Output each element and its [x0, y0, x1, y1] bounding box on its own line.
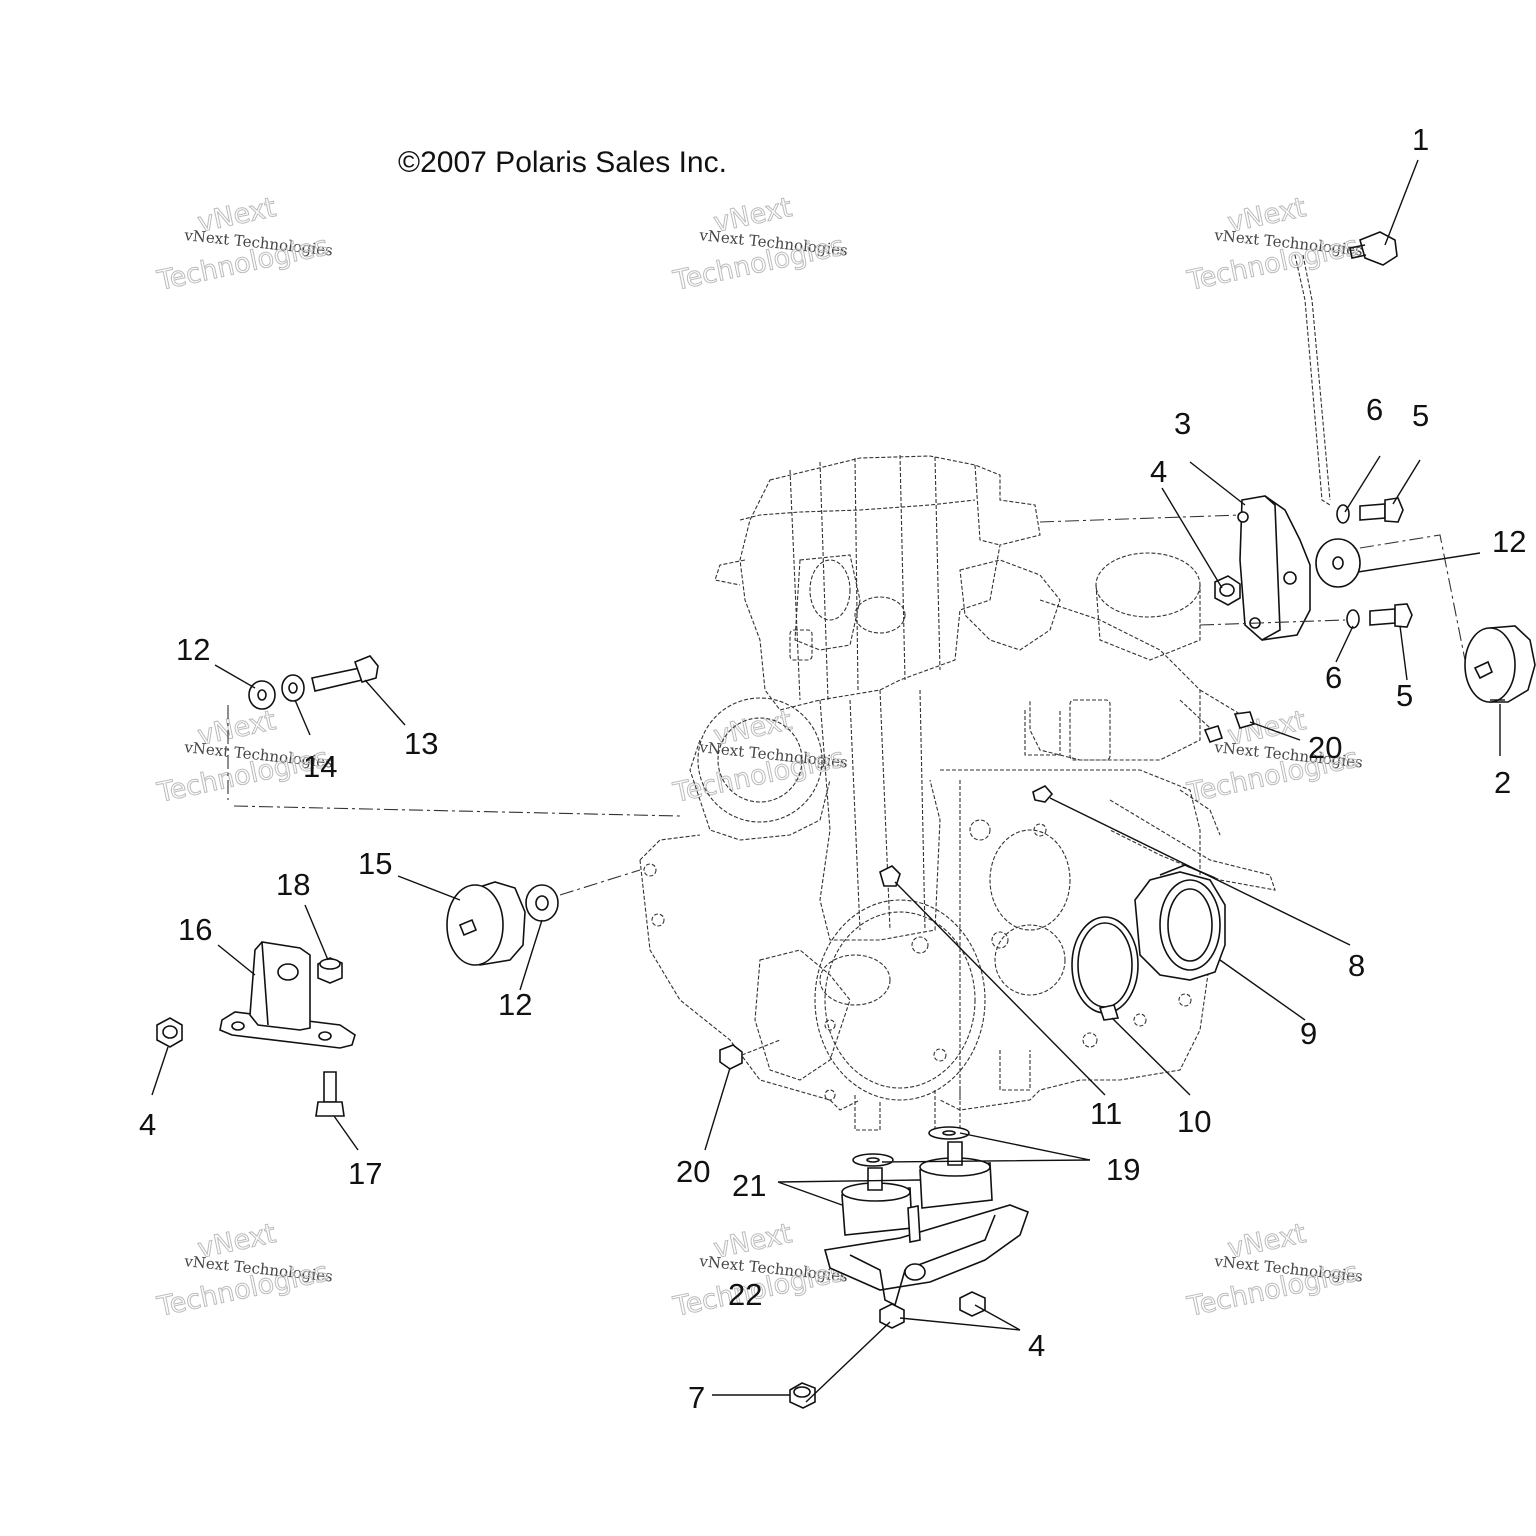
leader-lines	[151, 159, 1505, 1403]
callout-2: 2	[1494, 765, 1511, 800]
watermark-bottom-left: vNext vNext Technologies Technologies	[154, 1218, 334, 1324]
part-20-nut-lower	[719, 1039, 781, 1070]
callout-21: 21	[732, 1168, 766, 1203]
watermark-top-left: vNext vNext Technologies Technologies	[154, 192, 334, 298]
copyright-text: ©2007 Polaris Sales Inc.	[398, 146, 727, 179]
callout-6-upper: 6	[1366, 392, 1383, 427]
part-9-intake-boot	[1134, 864, 1226, 981]
callout-5-upper: 5	[1412, 398, 1429, 433]
callout-11: 11	[1090, 1096, 1122, 1131]
callout-17: 17	[348, 1156, 382, 1191]
callout-18: 18	[276, 867, 310, 902]
callout-15: 15	[358, 846, 392, 881]
callout-4-upper: 4	[1150, 454, 1167, 489]
watermark-top-center: vNext vNext Technologies Technologies	[670, 192, 849, 298]
part-11-bolt	[879, 865, 901, 887]
part-15-rubber-mount-left	[446, 881, 526, 966]
part-4-nut-left	[156, 1017, 183, 1048]
callout-12-right: 12	[1492, 524, 1526, 559]
callout-20-lower: 20	[676, 1154, 710, 1189]
part-19-washers	[852, 1126, 970, 1167]
part-22-lower-bracket	[823, 1204, 1030, 1307]
part-4-nuts-bottom	[879, 1291, 986, 1329]
callout-12-lower: 12	[498, 987, 532, 1022]
part-14-washer-left	[281, 674, 305, 702]
part-17-bolt	[315, 1071, 345, 1117]
engine-block-outline	[639, 454, 1276, 1131]
watermark-bottom-right: vNext vNext Technologies Technologies	[1184, 1218, 1364, 1324]
part-5-bolt-upper	[1359, 497, 1404, 523]
part-4-nut-upper	[1214, 575, 1241, 606]
part-20-bolts-upper	[1179, 689, 1256, 743]
watermark-top-right: vNext vNext Technologies Technologies	[1184, 192, 1364, 298]
part-5-bolt-lower	[1369, 603, 1413, 628]
part-12-washer-left	[248, 680, 276, 710]
callout-16: 16	[178, 912, 212, 947]
part-13-bolt-left	[227, 655, 681, 817]
callout-numbers: 1 2 3 4 5 6 12 6 5 20 8 9 10 11 12 13 14…	[139, 122, 1526, 1415]
callout-4-bottom: 4	[1028, 1328, 1045, 1363]
part-3-upper-bracket	[1039, 495, 1346, 641]
part-7-nut	[789, 1382, 816, 1409]
part-16-mount-bracket	[219, 941, 356, 1049]
callout-7: 7	[688, 1380, 705, 1415]
part-2-rubber-mount-right	[1464, 625, 1536, 703]
callout-8: 8	[1348, 948, 1365, 983]
callout-12-left: 12	[176, 632, 210, 667]
callout-3: 3	[1174, 406, 1191, 441]
callout-6-lower: 6	[1325, 660, 1342, 695]
part-8-bolt	[1032, 785, 1054, 803]
callout-1: 1	[1412, 122, 1429, 157]
callout-5-lower: 5	[1396, 678, 1413, 713]
callout-4-left: 4	[139, 1107, 156, 1142]
part-18-nut	[317, 957, 343, 984]
part-1-long-bolt	[1294, 231, 1398, 506]
callout-9: 9	[1300, 1016, 1317, 1051]
callout-20-upper: 20	[1308, 730, 1342, 765]
callout-10: 10	[1177, 1104, 1211, 1139]
part-6-washer-lower	[1346, 609, 1360, 629]
part-12-washer-lower	[525, 869, 641, 922]
callout-19: 19	[1106, 1152, 1140, 1187]
callout-14: 14	[303, 749, 337, 784]
part-10-clamp	[1071, 916, 1139, 1021]
part-12-washer-right	[1315, 534, 1471, 686]
part-21-rubber-mounts	[841, 1141, 993, 1236]
callout-13: 13	[404, 726, 438, 761]
callout-22: 22	[728, 1277, 762, 1312]
